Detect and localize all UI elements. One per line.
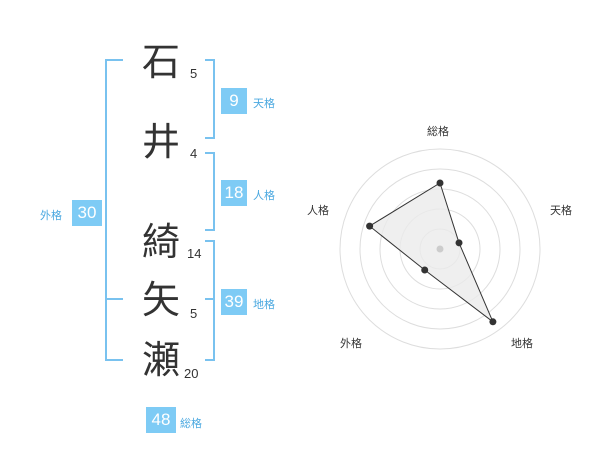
soukaku-label: 総格 — [180, 417, 202, 430]
radar-grid-ring — [419, 228, 461, 270]
name-char-2: 井 — [142, 120, 181, 164]
chikaku-bracket-top — [205, 240, 215, 242]
name-char-4: 矢 — [142, 278, 181, 322]
chikaku-bracket-bottom — [205, 359, 215, 361]
gaikaku-bracket-bottom — [105, 359, 123, 361]
radar-label-tenkaku: 天格 — [550, 204, 572, 217]
gaikaku-badge: 30 — [72, 200, 102, 226]
radar-point-1 — [436, 179, 444, 187]
radar-label-soukaku: 総格 — [427, 125, 449, 138]
radar-point-5 — [366, 222, 374, 230]
gaikaku-bracket-top — [105, 59, 123, 61]
tenkaku-label: 天格 — [253, 97, 275, 110]
jinkaku-bracket-top — [205, 152, 215, 154]
radar-grid-ring — [379, 188, 501, 310]
soukaku-badge: 48 — [146, 407, 176, 433]
gaikaku-bracket — [105, 59, 107, 361]
jinkaku-badge: 18 — [221, 180, 247, 206]
tenkaku-bracket-bottom — [205, 137, 215, 139]
name-char-5: 瀬 — [142, 338, 181, 382]
jinkaku-bracket-bottom — [205, 229, 215, 231]
radar-point-4 — [421, 266, 429, 274]
radar-grid-ring — [359, 168, 521, 330]
radar-grid-ring — [339, 148, 541, 350]
stroke-count-5: 20 — [184, 366, 199, 381]
radar-label-jinkaku: 人格 — [307, 204, 329, 217]
stroke-count-1: 5 — [190, 66, 198, 81]
radar-point-3 — [489, 318, 497, 326]
name-char-3: 綺 — [142, 220, 181, 264]
radar-point-2 — [455, 239, 463, 247]
radar-center-dot — [436, 245, 444, 253]
chikaku-bracket — [213, 240, 215, 361]
radar-points — [366, 179, 497, 326]
stroke-count-3: 14 — [187, 246, 202, 261]
gaikaku-label: 外格 — [40, 209, 62, 222]
tenkaku-bracket-top — [205, 59, 215, 61]
tenkaku-badge: 9 — [221, 88, 247, 114]
radar-area — [368, 182, 495, 324]
tenkaku-bracket — [213, 59, 215, 139]
radar-grid-ring — [399, 208, 481, 290]
radar-label-gaikaku: 外格 — [340, 337, 362, 350]
stroke-count-4: 5 — [190, 306, 198, 321]
radar-grid — [339, 148, 541, 350]
radar-label-chikaku: 地格 — [511, 337, 533, 350]
chikaku-badge: 39 — [221, 289, 247, 315]
chikaku-label: 地格 — [253, 298, 275, 311]
gaikaku-bracket-mid — [105, 298, 123, 300]
stroke-count-2: 4 — [190, 146, 198, 161]
jinkaku-bracket — [213, 152, 215, 231]
chikaku-bracket-mid — [205, 298, 215, 300]
name-char-1: 石 — [142, 40, 181, 84]
jinkaku-label: 人格 — [253, 189, 275, 202]
